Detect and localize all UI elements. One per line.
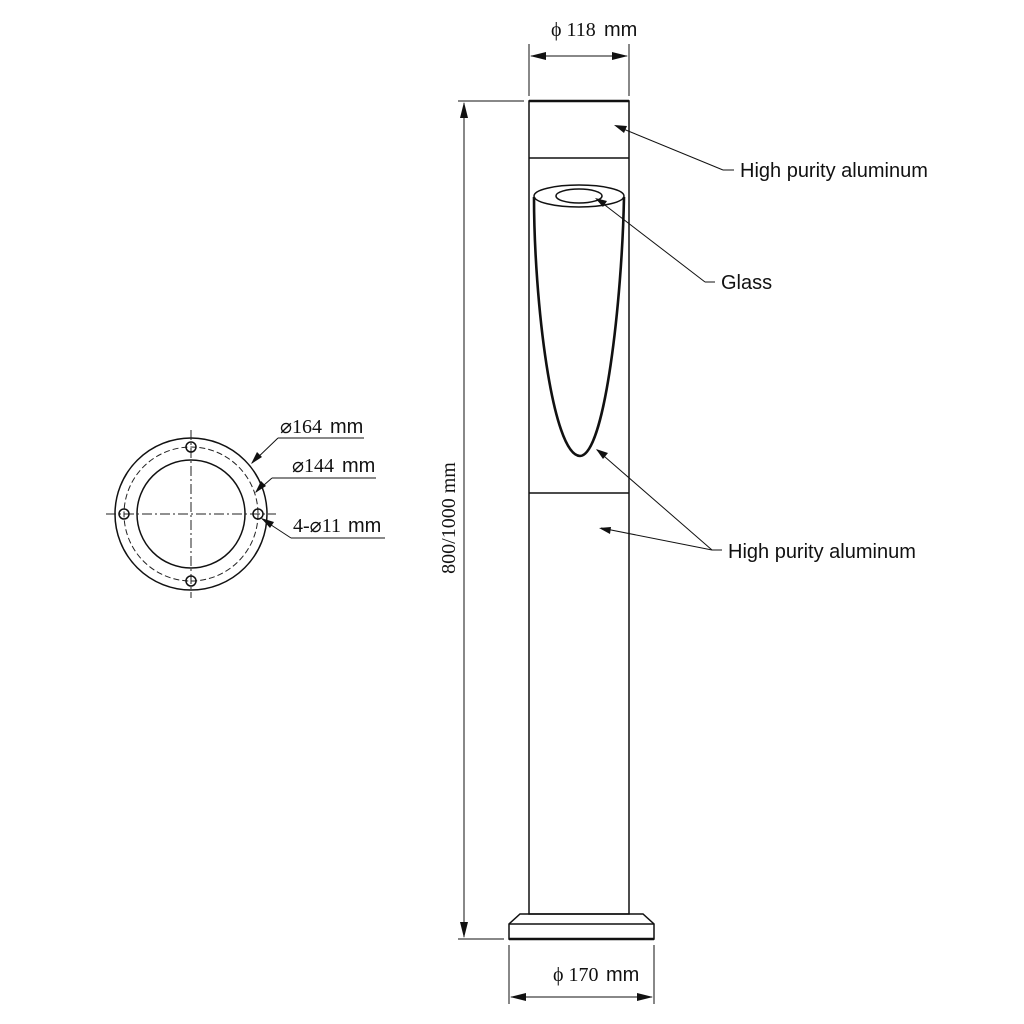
glass-rim-inner [555,188,603,204]
callout-top-cap: High purity aluminum [614,125,928,182]
base-width-label: ϕ 170 [553,964,599,986]
top-width-label: ϕ 118 [551,19,596,41]
bolt-hole-top [185,441,197,453]
base-width-dimension: ϕ 170 mm [508,945,655,1004]
flange-inner-diameter-unit: mm [342,455,375,477]
glass-rim [533,184,625,208]
flange-inner-diameter-label: ⌀144 [292,455,334,477]
top-width-dimension: ϕ 118 mm [528,19,637,96]
flange-holes-callout: 4-⌀11 mm [261,515,385,539]
bollard-base [508,913,655,940]
callout-lower-body-label: High purity aluminum [728,541,916,563]
flange-holes-unit: mm [348,515,381,537]
flange-holes-label: 4-⌀11 [293,515,341,537]
bollard-elevation [508,99,655,941]
bollard-outline [528,100,630,915]
base-width-unit: mm [606,964,639,986]
flange-outer-diameter-label: ⌀164 [280,416,322,438]
flange-inner-callout: ⌀144 mm [255,455,376,493]
callout-lower-body: High purity aluminum [596,449,916,563]
callout-glass-label: Glass [721,272,772,294]
bolt-hole-left [118,508,130,520]
flange-plan-view [106,430,276,598]
flange-outer-diameter-unit: mm [330,416,363,438]
height-dimension: 800/1000 mm [438,100,524,940]
top-width-unit: mm [604,19,637,41]
bolt-hole-bottom [185,575,197,587]
bolt-hole-right [252,508,264,520]
height-label: 800/1000 mm [438,462,460,574]
callout-top-cap-label: High purity aluminum [740,160,928,182]
glass-shade [532,196,626,458]
flange-outer-callout: ⌀164 mm [251,416,364,464]
callout-glass: Glass [595,198,772,294]
